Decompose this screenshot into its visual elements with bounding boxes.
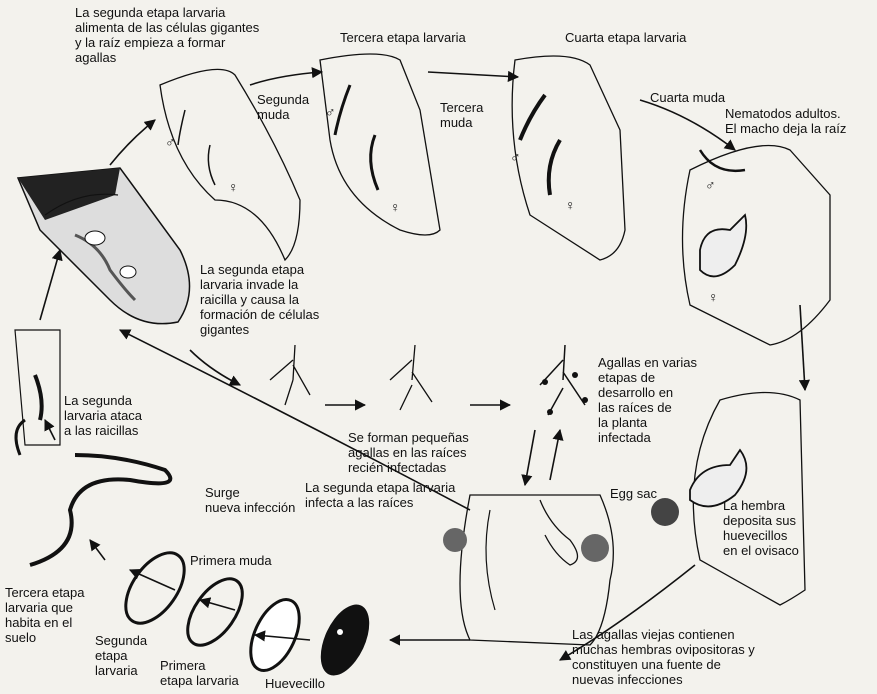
label-first-molt: Primera muda <box>190 553 272 568</box>
label-third-soil: Tercera etapa larvaria que habita en el … <box>5 585 85 645</box>
bottom-galled-root <box>443 495 613 645</box>
root-tip-illustration <box>18 168 190 324</box>
fourth-stage-root-section <box>512 56 625 260</box>
third-stage-root-section <box>320 54 440 235</box>
label-third-molt: Tercera muda <box>440 100 483 130</box>
male-symbol-icon: ♂ <box>165 135 176 150</box>
male-symbol-icon: ♂ <box>510 150 521 165</box>
label-egg-sac: Egg sac <box>610 486 657 501</box>
label-second-infects: La segunda etapa larvaria infecta a las … <box>305 480 455 510</box>
third-stage-soil-larva <box>30 455 170 565</box>
label-new-infection: Surge nueva infección <box>205 485 295 515</box>
female-symbol-icon: ♀ <box>565 198 576 213</box>
label-invades: La segunda etapa larvaria invade la raic… <box>200 262 319 337</box>
label-second-larva: Segunda etapa larvaria <box>95 633 147 678</box>
label-fourth-molt: Cuarta muda <box>650 90 725 105</box>
roots-row <box>270 345 588 415</box>
label-female-deposits: La hembra deposita sus huevecillos en el… <box>723 498 799 558</box>
female-symbol-icon: ♀ <box>228 180 239 195</box>
male-symbol-icon: ♂ <box>705 178 716 193</box>
label-old-galls: Las agallas viejas contienen muchas hemb… <box>572 627 755 687</box>
label-third-stage: Tercera etapa larvaria <box>340 30 466 45</box>
label-egg: Huevecillo <box>265 676 325 691</box>
label-galls-stages: Agallas en varias etapas de desarrollo e… <box>598 355 697 445</box>
adult-root-section <box>683 146 831 346</box>
label-attacks: La segunda larvaria ataca a las raicilla… <box>64 393 142 438</box>
female-symbol-icon: ♀ <box>708 290 719 305</box>
label-fourth-stage: Cuarta etapa larvaria <box>565 30 686 45</box>
label-second-molt: Segunda muda <box>257 92 309 122</box>
female-symbol-icon: ♀ <box>390 200 401 215</box>
label-second-stage-feeds: La segunda etapa larvaria alimenta de la… <box>75 5 259 65</box>
label-adults: Nematodos adultos. El macho deja la raíz <box>725 106 846 136</box>
male-symbol-icon: ♂ <box>325 105 336 120</box>
label-first-larva: Primera etapa larvaria <box>160 658 239 688</box>
label-small-galls: Se forman pequeñas agallas en las raíces… <box>348 430 469 475</box>
